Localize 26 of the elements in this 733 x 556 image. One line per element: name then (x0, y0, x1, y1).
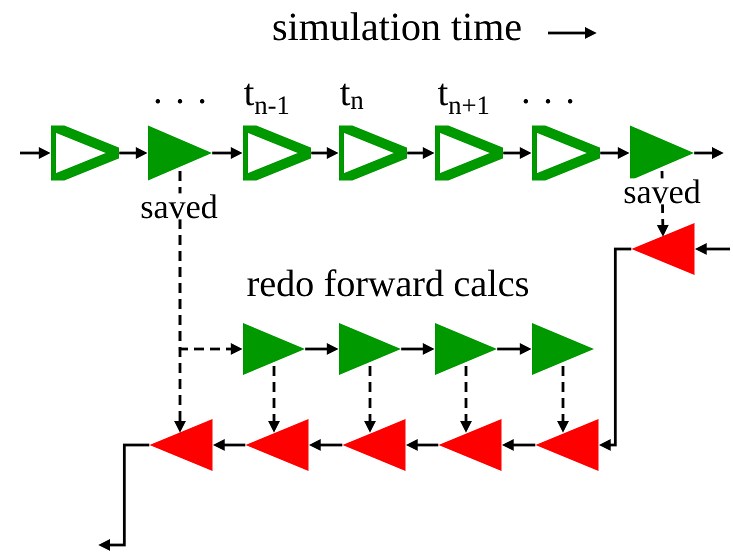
saved-label: saved (624, 179, 700, 204)
time-label: t$_{n+1}$ (438, 84, 488, 114)
time-label: t$_{n}$ (340, 84, 364, 109)
triangle (342, 419, 406, 471)
triangle (632, 223, 694, 275)
triangle (51, 126, 119, 180)
triangle (532, 126, 600, 180)
triangle (435, 126, 503, 180)
triangle (246, 419, 308, 471)
title: simulation time (274, 12, 521, 40)
triangle (148, 126, 212, 180)
triangle (339, 126, 407, 180)
section-label: redo forward calcs (247, 269, 528, 296)
time-label: t$_{n-1}$ (244, 84, 288, 114)
triangle (532, 323, 594, 375)
triangle (536, 419, 598, 471)
ellipsis: . . . (524, 99, 572, 104)
triangle (150, 419, 212, 471)
saved-label: saved (142, 194, 218, 218)
ellipsis: . . . (156, 99, 204, 104)
triangle (630, 126, 694, 180)
triangle (243, 323, 305, 375)
triangle (243, 126, 311, 180)
triangle (435, 323, 497, 375)
triangle (438, 419, 502, 471)
triangle (339, 323, 401, 375)
